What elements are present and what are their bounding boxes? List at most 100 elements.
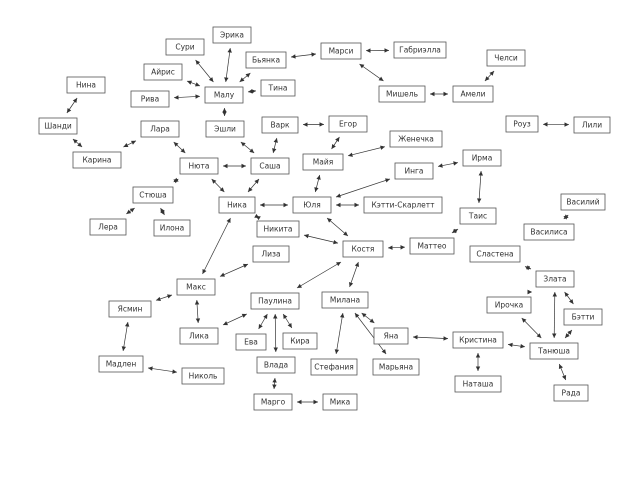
edge-nika-maks <box>202 217 231 275</box>
edge-malu-eshli <box>222 107 227 117</box>
arrowhead-icon <box>249 148 255 153</box>
node-ameli: Амели <box>452 85 494 103</box>
node-label: Майя <box>313 158 333 167</box>
arrowhead-icon <box>263 314 268 319</box>
node-box <box>218 196 256 214</box>
arrowhead-icon <box>361 313 367 318</box>
arrowhead-icon <box>72 139 78 144</box>
node-byanka: Бьянка <box>245 51 287 69</box>
arrowhead-icon <box>443 91 448 97</box>
node-label: Роуз <box>513 120 531 129</box>
arrowhead-icon <box>552 333 557 338</box>
node-box <box>573 116 611 134</box>
edge-kristina-natasha <box>475 353 481 371</box>
node-label: Ирма <box>472 154 493 163</box>
node-label: Наташа <box>463 380 494 389</box>
edge-maks-lika <box>194 299 201 324</box>
edge-line <box>303 234 339 244</box>
node-lili: Лили <box>573 116 611 134</box>
node-box <box>342 240 384 258</box>
node-label: Паулина <box>258 297 292 306</box>
arrowhead-icon <box>254 179 259 184</box>
node-label: Бэтти <box>572 313 595 322</box>
node-liza: Лиза <box>252 245 290 263</box>
node-box <box>469 245 521 263</box>
node-label: Кэтти-Скарлетт <box>371 201 435 210</box>
node-nikol: Николь <box>181 367 225 385</box>
node-label: Лили <box>582 121 602 130</box>
node-gabriella: Габриэлла <box>393 41 447 59</box>
node-riva: Рива <box>130 90 170 108</box>
node-label: Рива <box>141 95 159 104</box>
node-box <box>252 245 290 263</box>
node-eshli: Эшли <box>205 120 245 138</box>
node-box <box>66 76 106 94</box>
node-mishel: Мишель <box>378 85 426 103</box>
node-erika: Эрика <box>212 26 252 44</box>
node-box <box>389 130 443 148</box>
edge-erika-malu <box>224 47 232 83</box>
arrowhead-icon <box>354 262 359 267</box>
node-box <box>529 342 579 360</box>
arrowhead-icon <box>240 142 246 147</box>
node-box <box>98 355 144 373</box>
arrowhead-icon <box>123 143 129 147</box>
node-label: Габриэлла <box>399 46 441 55</box>
node-label: Рада <box>562 389 581 398</box>
edge-rouz-lili <box>542 122 570 127</box>
edge-riva-malu <box>173 94 201 100</box>
node-maks: Макс <box>176 278 216 296</box>
edge-line <box>335 312 344 355</box>
node-irma: Ирма <box>462 149 502 167</box>
arrowhead-icon <box>287 323 292 328</box>
node-label: Макс <box>186 283 206 292</box>
arrowhead-icon <box>297 283 302 288</box>
edge-nika-nikita <box>254 213 261 221</box>
edge-zlata-tanyusha <box>552 291 557 339</box>
node-label: Лиза <box>261 250 280 259</box>
node-box <box>108 300 152 318</box>
edge-line <box>202 217 231 275</box>
arrowhead-icon <box>173 177 179 182</box>
node-box <box>393 41 447 59</box>
node-label: Юля <box>303 201 320 210</box>
arrowhead-icon <box>283 202 288 208</box>
node-rouz: Роуз <box>505 115 539 133</box>
arrowhead-icon <box>220 272 226 277</box>
arrowhead-icon <box>336 202 341 208</box>
arrowhead-icon <box>369 318 375 323</box>
arrowhead-icon <box>258 324 263 329</box>
edge-yulya-inga <box>335 178 391 198</box>
edge-maya-yulya <box>314 174 321 193</box>
edge-line <box>195 59 214 83</box>
node-box <box>132 186 174 204</box>
node-box <box>452 331 504 349</box>
node-natasha: Наташа <box>454 375 502 393</box>
node-label: Бьянка <box>252 56 280 65</box>
node-box <box>212 26 252 44</box>
node-box <box>282 332 318 350</box>
edge-yulya-ketti <box>336 202 359 208</box>
edge-madlen-nikol <box>147 366 178 374</box>
edge-line <box>326 217 349 237</box>
edge-zlata-irochka <box>527 289 532 295</box>
node-label: Женечка <box>398 135 434 144</box>
node-tanyusha: Танюша <box>529 342 579 360</box>
node-box <box>130 90 170 108</box>
node-label: Марго <box>261 398 286 407</box>
node-box <box>253 393 293 411</box>
arrowhead-icon <box>223 321 229 326</box>
node-label: Стюша <box>139 191 166 200</box>
edge-karina-lara <box>123 140 137 148</box>
node-box <box>505 115 539 133</box>
arrowhead-icon <box>121 346 127 351</box>
edge-yana-kristina <box>412 335 449 341</box>
node-label: Нина <box>76 81 96 90</box>
node-label: Илона <box>160 224 185 233</box>
arrowhead-icon <box>273 138 278 143</box>
arrowhead-icon <box>272 148 277 153</box>
node-karina: Карина <box>72 151 122 169</box>
node-label: Ясмин <box>118 305 143 314</box>
arrowhead-icon <box>241 163 246 169</box>
node-label: Кристина <box>459 336 497 345</box>
